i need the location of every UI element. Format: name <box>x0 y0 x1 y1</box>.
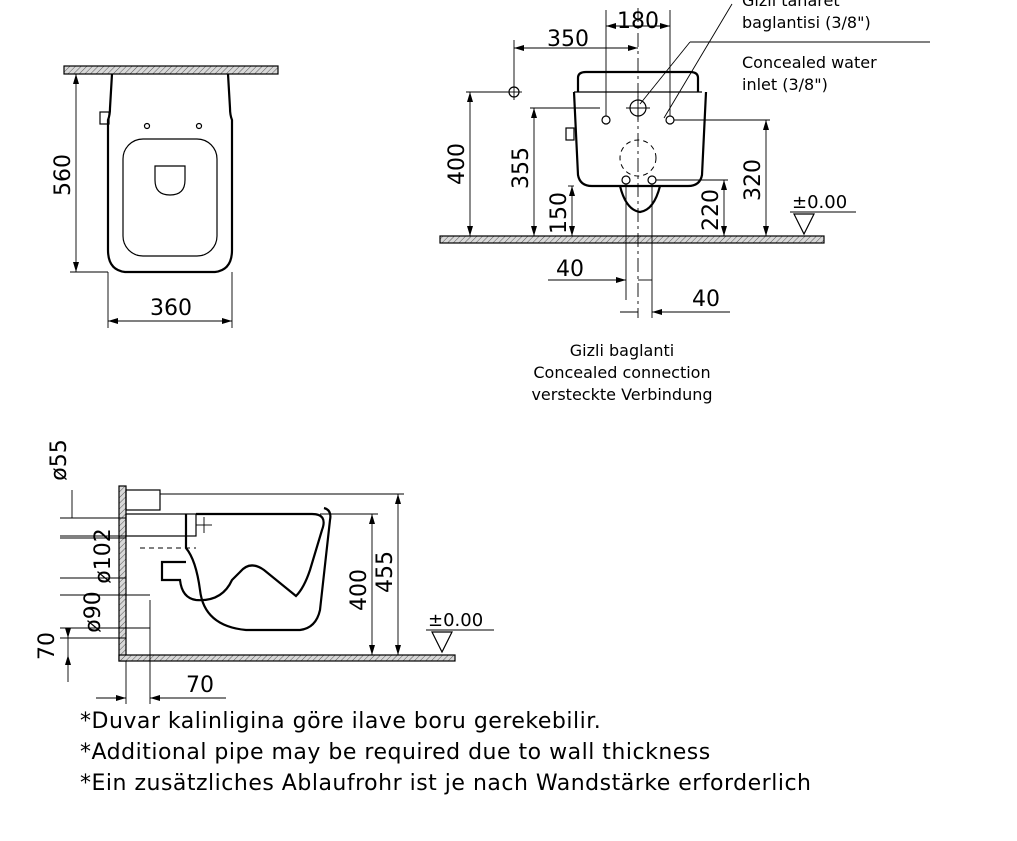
dim-220: 220 <box>699 189 724 231</box>
top-view-tank-knob <box>99 111 110 125</box>
top-view-wall <box>63 65 279 75</box>
side-view-bowl-profile <box>160 512 325 602</box>
dim-320: 320 <box>741 159 766 201</box>
note-german: *Ein zusätzliches Ablaufrohr ist je nach… <box>80 771 812 796</box>
callout-tr-line2: baglantisi (3/8") <box>742 13 871 32</box>
dim-180: 180 <box>617 9 659 34</box>
note-turkish: *Duvar kalinligina göre ilave boru gerek… <box>80 709 602 734</box>
side-level-mark: ±0.00 <box>428 610 483 631</box>
side-view-floor <box>118 654 456 662</box>
top-view-seat <box>122 138 218 257</box>
front-level-mark: ±0.00 <box>792 192 847 213</box>
callout-en-line2: inlet (3/8") <box>742 75 828 94</box>
dim-350: 350 <box>547 27 589 52</box>
dia-102: ø102 <box>91 528 116 583</box>
side-view-wall <box>118 485 127 662</box>
front-view: 350 180 Gizli taharet baglantisi (3/8") … <box>439 0 930 404</box>
dia-55: ø55 <box>47 439 72 480</box>
dim-355: 355 <box>509 147 534 189</box>
front-view-bowl-body <box>572 91 708 188</box>
dim-40-right: 40 <box>692 287 720 312</box>
front-view-outlet <box>618 185 662 214</box>
dim-400-side: 400 <box>347 569 372 611</box>
side-view-bowl-outer <box>184 506 332 632</box>
top-view-bowl-outline <box>106 73 234 274</box>
connection-label-en: Concealed connection <box>533 363 710 382</box>
side-view: ø55 ø102 ø90 70 400 455 ±0.00 <box>35 439 494 704</box>
top-view: 560 360 <box>51 65 279 328</box>
dim-560: 560 <box>51 154 76 196</box>
dim-70-horizontal: 70 <box>186 673 214 698</box>
connection-label-tr: Gizli baglanti <box>570 341 674 360</box>
dim-150: 150 <box>547 192 572 234</box>
callout-en-line1: Concealed water <box>742 53 877 72</box>
dim-70-vertical: 70 <box>35 632 60 660</box>
dim-400-front: 400 <box>445 143 470 185</box>
connection-label-de: versteckte Verbindung <box>531 385 712 404</box>
dim-455: 455 <box>373 551 398 593</box>
dim-360: 360 <box>150 296 192 321</box>
callout-tr-line1: Gizli taharet <box>742 0 840 10</box>
dim-40-left: 40 <box>556 257 584 282</box>
note-english: *Additional pipe may be required due to … <box>80 740 711 765</box>
top-view-bowl-opening <box>154 165 186 196</box>
dia-90: ø90 <box>81 591 106 632</box>
front-view-floor <box>439 235 825 244</box>
